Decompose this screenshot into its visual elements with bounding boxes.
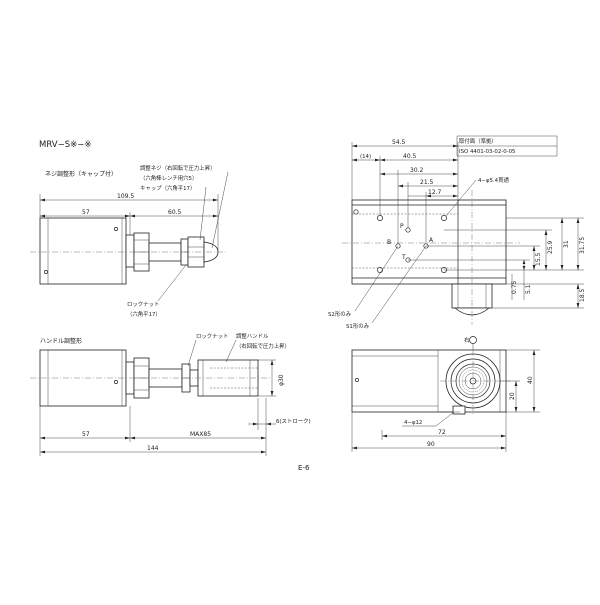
dim-30-2: 30.2: [410, 167, 424, 174]
dim-25-9: 25.9: [547, 240, 554, 254]
dim-5-1: 5.1: [525, 284, 532, 294]
port-b: [395, 243, 401, 249]
dim-handle-left: 57: [82, 431, 90, 438]
bolt-hole: [44, 270, 48, 274]
dim-0-75: 0.75: [511, 280, 518, 294]
screw-view-title: ネジ調整形（キャップ付）: [45, 170, 117, 178]
note-s1-only: S1形のみ: [346, 322, 370, 330]
bolt-hole: [377, 215, 383, 221]
bolt-hole: [441, 215, 447, 221]
label-port-b: B: [387, 239, 391, 246]
dim-screw-left: 57: [82, 209, 90, 216]
bolt-hole: [355, 378, 359, 382]
note-handle-locknut: ロックナット: [196, 333, 228, 340]
handle-view-title: ハンドル調整形: [40, 337, 82, 345]
dim-18-5: 18.5: [579, 288, 586, 302]
bolt-hole: [114, 227, 118, 231]
note-locknut: ロックナット: [127, 301, 159, 308]
dim-15-5: 15.5: [535, 252, 542, 266]
dim-handle-total: 144: [147, 445, 159, 452]
note-wrench-hole: （六角棒レンチ用穴5）: [140, 174, 197, 182]
dim-40: 40: [527, 376, 534, 384]
bolt-hole: [353, 209, 359, 215]
label-port-a: A: [429, 237, 434, 244]
dim-12-7: 12.7: [428, 189, 442, 196]
note-adjust-screw: 調整ネジ（右回転で圧力上昇）: [140, 164, 215, 172]
note-s2-only: S2形のみ: [328, 310, 352, 318]
bolt-hole: [114, 380, 118, 384]
note-adjust-handle: 調整ハンドル: [236, 332, 269, 340]
mount-face-standard: ISO 4401-03-02-0-05: [459, 149, 515, 155]
handle-adjust-view: φ30 6(ストローク) 57 MAX85 144 ロックナット 調整ハンドル …: [30, 332, 311, 456]
mounting-face-view: 取付面（準拠） ISO 4401-03-02-0-05 P B A: [328, 135, 586, 330]
note-side-holes: 4−φ12: [404, 420, 422, 426]
right-side-marker: [469, 336, 477, 344]
page-number: E-6: [298, 464, 310, 472]
dim-31-75: 31.75: [579, 237, 586, 254]
label-port-p: P: [400, 223, 404, 230]
note-cap: キャップ（六角平17）: [140, 184, 195, 192]
dim-screw-right: 60.5: [168, 209, 182, 216]
model-title: MRV−S※−※: [39, 140, 91, 150]
dim-handle-max: MAX85: [190, 431, 211, 438]
mount-face-label: 取付面（準拠）: [459, 137, 497, 145]
dim-screw-total: 109.5: [117, 193, 134, 200]
dim-40-5: 40.5: [403, 153, 417, 160]
screw-adjust-view: 109.5 57 60.5 調整ネジ（右回転で圧力上昇） （六角棒レンチ用穴5）…: [30, 164, 229, 318]
dim-90: 90: [427, 441, 435, 448]
note-bolt-holes: 4−φ5.4貫通: [478, 176, 509, 184]
valve-body: [39, 217, 127, 285]
note-locknut-hex: （六角平17）: [127, 310, 161, 318]
dim-20: 20: [509, 392, 516, 400]
dim-handle-stroke: 6(ストローク): [276, 418, 311, 425]
dim-54-5: 54.5: [392, 139, 406, 146]
bolt-hole: [377, 267, 383, 273]
label-port-t: T: [401, 254, 406, 261]
dim-14: (14): [360, 154, 371, 160]
note-handle-rotation: （右回転で圧力上昇）: [236, 342, 290, 350]
side-view-label: 右: [464, 336, 470, 344]
dim-31: 31: [563, 240, 570, 248]
dim-72: 72: [438, 429, 446, 436]
side-view: 右 40 20 4−φ12: [351, 336, 540, 452]
dim-21-5: 21.5: [420, 179, 434, 186]
dim-handle-diameter: φ30: [278, 374, 285, 386]
